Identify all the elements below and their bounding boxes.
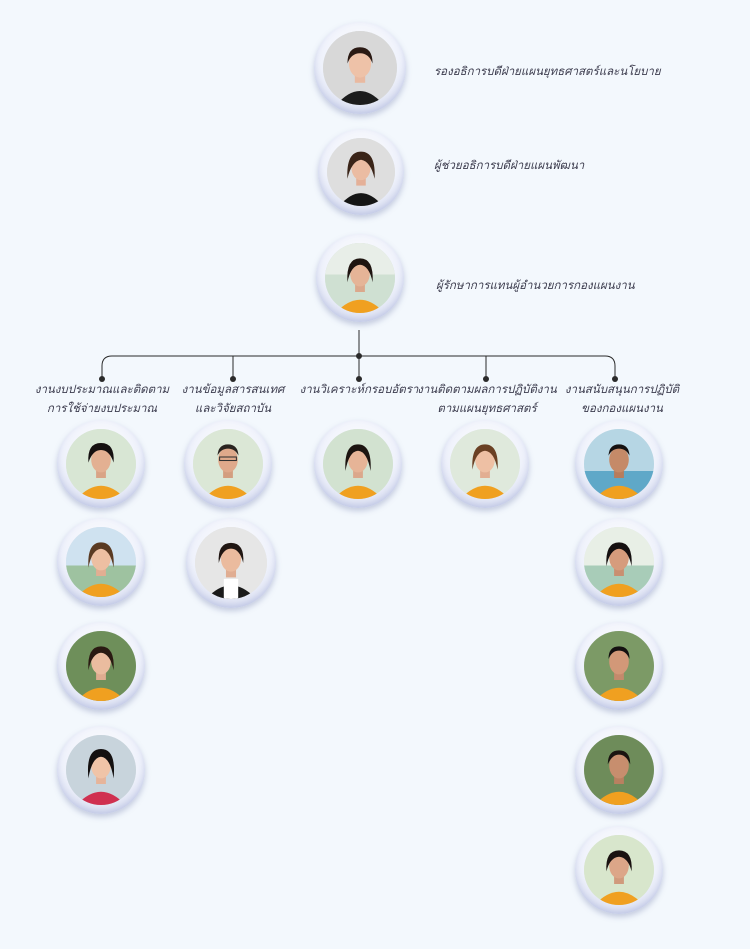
dept-support-label: งานสนับสนุนการปฏิบัติของกองแผนงาน	[564, 382, 680, 415]
staff-photo	[575, 420, 663, 508]
person-portrait-icon	[327, 138, 395, 206]
dept-budget-label: งานงบประมาณและติดตามการใช้จ่ายงบประมาณ	[34, 382, 170, 415]
person-portrait-icon	[584, 735, 654, 805]
person-portrait-icon	[584, 631, 654, 701]
person-portrait-icon	[66, 429, 136, 499]
staff-photo	[57, 518, 145, 606]
person-portrait-icon	[323, 429, 393, 499]
person-portrait-icon	[66, 631, 136, 701]
person-portrait-icon	[450, 429, 520, 499]
person-portrait-icon	[193, 429, 263, 499]
person-portrait-icon	[66, 735, 136, 805]
staff-photo	[441, 420, 529, 508]
staff-photo	[186, 518, 276, 608]
staff-photo	[314, 420, 402, 508]
dept-information-label: งานข้อมูลสารสนเทศและวิจัยสถาบัน	[181, 382, 285, 415]
leader-photo-2	[318, 129, 404, 215]
person-portrait-icon	[66, 527, 136, 597]
person-portrait-icon	[195, 527, 267, 599]
staff-photo	[575, 518, 663, 606]
staff-photo	[575, 622, 663, 710]
person-portrait-icon	[584, 835, 654, 905]
leader-photo-3	[316, 234, 404, 322]
leader-title-1: รองอธิการบดีฝ่ายแผนยุทธศาสตร์และนโยบาย	[434, 64, 661, 78]
person-portrait-icon	[323, 31, 397, 105]
staff-photo	[575, 726, 663, 814]
staff-photo	[575, 826, 663, 914]
leader-title-2: ผู้ช่วยอธิการบดีฝ่ายแผนพัฒนา	[434, 158, 585, 172]
person-portrait-icon	[325, 243, 395, 313]
dept-workforce-analysis-label: งานวิเคราะห์กรอบอัตรา	[299, 382, 419, 396]
leader-photo-1	[314, 22, 406, 114]
staff-photo	[57, 622, 145, 710]
staff-photo	[57, 726, 145, 814]
dept-strategy-monitoring-label: งานติดตามผลการปฏิบัติงานตามแผนยุทธศาสตร์	[417, 382, 557, 415]
person-portrait-icon	[584, 429, 654, 499]
staff-photo	[57, 420, 145, 508]
leader-title-3: ผู้รักษาการแทนผู้อำนวยการกองแผนงาน	[436, 278, 635, 292]
staff-photo	[184, 420, 272, 508]
person-portrait-icon	[584, 527, 654, 597]
